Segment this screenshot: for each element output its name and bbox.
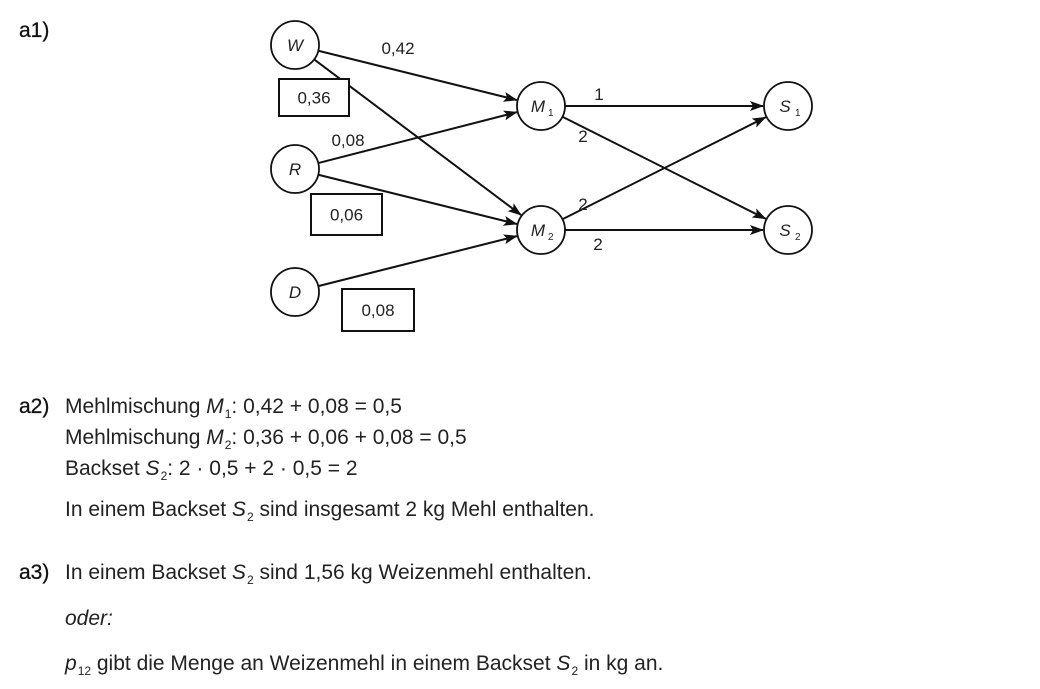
line-text: Mehlmischung: [65, 426, 207, 449]
variable: p: [65, 652, 77, 675]
a3-oder: oder:: [65, 607, 113, 630]
node-subscript: 2: [548, 232, 554, 243]
node-label: R: [289, 160, 301, 179]
value-box: [310, 193, 383, 236]
edge-weight-M2-S1: 2: [578, 195, 587, 214]
a2-line-s2: Backset S2: 2 · 0,5 + 2 · 0,5 = 2: [65, 457, 358, 483]
node-circle: [270, 144, 320, 194]
edge-R-M1: [318, 110, 518, 165]
a2-line-m2: Mehlmischung M2: 0,36 + 0,06 + 0,08 = 0,…: [65, 426, 467, 452]
node-R: R: [270, 144, 320, 194]
line-text: sind 1,56 kg Weizenmehl enthalten.: [253, 561, 592, 584]
subscript: 2: [224, 438, 232, 452]
a2-line-m1: Mehlmischung M1: 0,42 + 0,08 = 0,5: [65, 395, 402, 421]
subscript: 2: [246, 573, 254, 587]
part-a3-label: a3): [19, 561, 50, 584]
subscript: 2: [160, 469, 168, 483]
line-text: in kg an.: [578, 652, 664, 675]
node-label: D: [289, 283, 301, 302]
boxed-value-D: 0,08: [341, 288, 415, 332]
a3-line-2: p12 gibt die Menge an Weizenmehl in eine…: [65, 652, 664, 678]
edge-weight-R-M1: 0,08: [331, 131, 364, 150]
a3-line-1: In einem Backset S2 sind 1,56 kg Weizenm…: [65, 561, 592, 587]
line-text: In einem Backset: [65, 561, 232, 584]
value-box: [341, 288, 415, 332]
a2-conclusion: In einem Backset S2 sind insgesamt 2 kg …: [65, 498, 595, 524]
variable: S: [145, 457, 160, 480]
edge-weight-M1-S1: 1: [594, 85, 603, 104]
value-box-text: 0,08: [361, 301, 394, 320]
variable: M: [206, 395, 224, 418]
subscript: 12: [77, 664, 92, 678]
edge-M2-S1: [562, 116, 767, 221]
node-label: M: [531, 97, 546, 116]
equation: : 0,42 + 0,08 = 0,5: [231, 395, 402, 418]
edge-weight-W-M1: 0,42: [381, 39, 414, 58]
value-box-text: 0,06: [330, 206, 363, 225]
variable: S: [231, 498, 246, 521]
part-a2-label: a2): [19, 395, 50, 418]
line-text: In einem Backset: [65, 498, 232, 521]
node-label: S: [779, 97, 791, 116]
variable: M: [206, 426, 224, 449]
edge-weight-M1-S2: 2: [578, 127, 587, 146]
equation: : 0,36 + 0,06 + 0,08 = 0,5: [231, 426, 467, 449]
variable: S: [231, 561, 246, 584]
value-box: [278, 78, 350, 117]
node-circle: [270, 20, 320, 70]
boxed-value-R: 0,06: [310, 193, 383, 236]
edge-D-M2: [318, 234, 518, 288]
node-circle: [516, 205, 566, 255]
node-D: D: [270, 267, 320, 317]
node-label: S: [779, 221, 791, 240]
subscript: 2: [571, 664, 579, 678]
part-a1-label: a1): [19, 19, 50, 42]
node-circle: [516, 81, 566, 131]
node-subscript: 2: [795, 232, 801, 243]
node-circle: [763, 205, 813, 255]
edge-W-M1: [318, 49, 518, 102]
boxed-value-W: 0,36: [278, 78, 350, 117]
node-label: M: [531, 221, 546, 240]
line-text: Backset: [65, 457, 146, 480]
node-subscript: 1: [548, 108, 554, 119]
equation: : 2 · 0,5 + 2 · 0,5 = 2: [167, 457, 358, 480]
node-circle: [763, 81, 813, 131]
subscript: 2: [246, 510, 254, 524]
edge-R-M2: [318, 173, 518, 226]
line-text: Mehlmischung: [65, 395, 207, 418]
value-box-text: 0,36: [297, 89, 330, 108]
node-subscript: 1: [795, 108, 801, 119]
node-circle: [270, 267, 320, 317]
line-text: gibt die Menge an Weizenmehl in einem Ba…: [91, 652, 557, 675]
variable: S: [556, 652, 571, 675]
line-text: sind insgesamt 2 kg Mehl enthalten.: [253, 498, 595, 521]
node-label: W: [287, 36, 305, 55]
edge-weight-M2-S2: 2: [593, 235, 602, 254]
subscript: 1: [224, 407, 232, 421]
node-W: W: [270, 20, 320, 70]
